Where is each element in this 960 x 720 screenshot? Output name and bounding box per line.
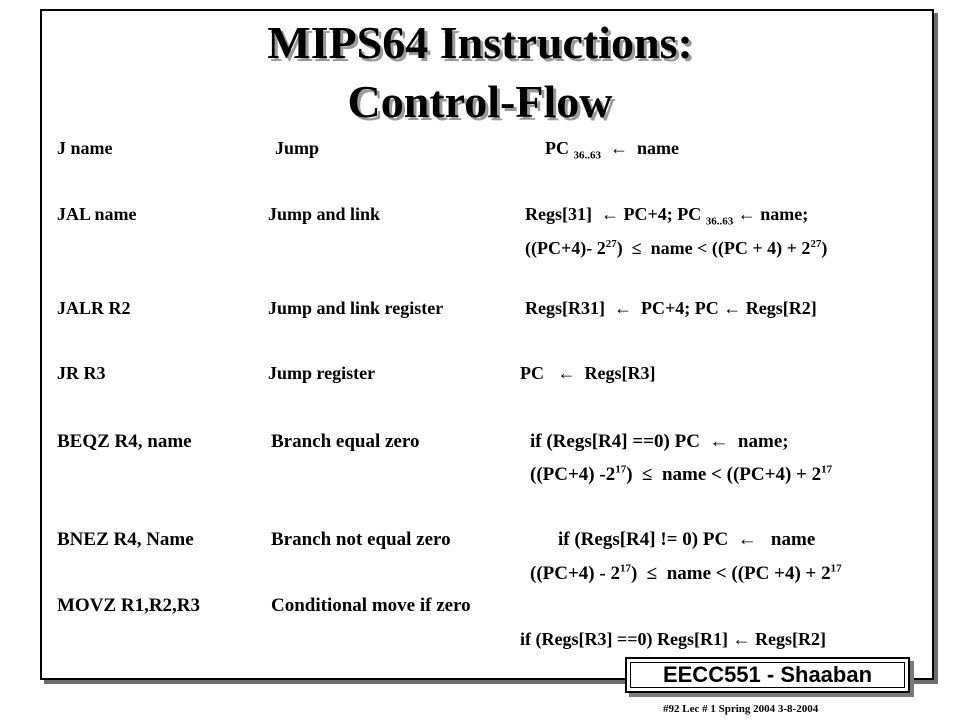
jal-description: Jump and link [268, 204, 381, 224]
jalr-semantics: Regs[R31] ← PC+4; PC ← Regs[R2] [525, 298, 817, 318]
bnez-syntax: BNEZ R4, Name [57, 529, 194, 550]
slide-title-line1: MIPS64 Instructions: [267, 17, 693, 68]
movz-syntax: MOVZ R1,R2,R3 [57, 595, 201, 616]
slide-title-line2: Control-Flow [347, 76, 613, 127]
beqz-description: Branch equal zero [271, 431, 420, 452]
badge-inner-border [630, 662, 905, 688]
badge-label: EECC551 - Shaaban [662, 662, 873, 687]
j-description: Jump [275, 138, 320, 158]
bnez-semantics-line1: if (Regs[R4] != 0) PC ← name [558, 529, 816, 550]
jalr-description: Jump and link register [268, 298, 444, 318]
slide-footer: #92 Lec # 1 Spring 2004 3-8-2004 [663, 703, 819, 715]
j-semantics: PC 36..63 ← name [545, 138, 679, 162]
slide-frame [40, 9, 934, 680]
jr-description: Jump register [268, 363, 376, 383]
jal-semantics-line2: ((PC+4)- 227) ≤ name < ((PC + 4) + 227) [525, 238, 828, 258]
movz-description: Conditional move if zero [271, 595, 471, 616]
beqz-syntax: BEQZ R4, name [57, 431, 192, 452]
course-badge: EECC551 - Shaaban [625, 657, 910, 693]
jr-syntax: JR R3 [57, 363, 106, 383]
jal-syntax: JAL name [57, 204, 137, 224]
bnez-description: Branch not equal zero [271, 529, 451, 550]
beqz-semantics-line2: ((PC+4) -217) ≤ name < ((PC+4) + 217 [530, 463, 833, 485]
beqz-semantics-line1: if (Regs[R4] ==0) PC ← name; [530, 431, 789, 452]
jr-semantics: PC ← Regs[R3] [520, 363, 656, 383]
j-syntax: J name [57, 138, 113, 158]
bnez-semantics-line2: ((PC+4) - 217) ≤ name < ((PC +4) + 217 [530, 562, 842, 584]
jalr-syntax: JALR R2 [57, 298, 131, 318]
movz-semantics: if (Regs[R3] ==0) Regs[R1] ← Regs[R2] [520, 629, 826, 649]
jal-semantics-line1: Regs[31] ← PC+4; PC 36..63 ← name; [525, 204, 809, 228]
